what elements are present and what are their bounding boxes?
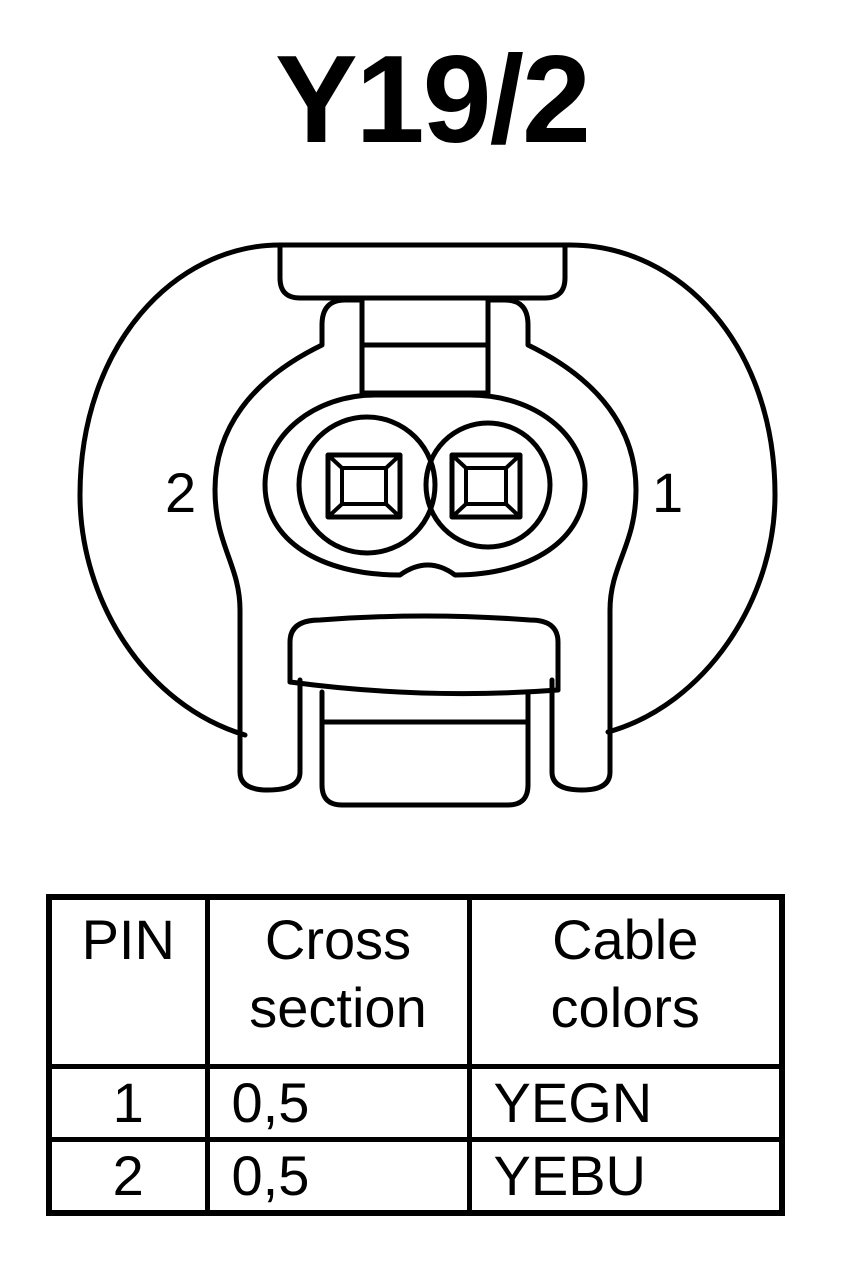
- header-cable-colors: Cable colors: [466, 894, 785, 1069]
- header-color-line2: colors: [550, 976, 700, 1039]
- cell-pin: 2: [46, 1137, 210, 1216]
- terminal-pin-2-inner: [340, 466, 388, 506]
- terminal-pin-2: [325, 452, 403, 520]
- cell-cable-color: YEGN: [466, 1064, 785, 1142]
- terminal-pin-1: [449, 452, 523, 520]
- header-cross-line2: section: [249, 976, 427, 1039]
- terminal-pin-1-bevel: [450, 453, 522, 519]
- latch-tab: [277, 242, 568, 301]
- cell-cable-color: YEBU: [466, 1137, 785, 1216]
- terminal-pin-1-inner: [464, 466, 508, 506]
- pin-label-1: 1: [652, 461, 683, 524]
- connector-diagram: 2 1: [77, 242, 778, 808]
- header-pin: PIN: [46, 894, 210, 1069]
- cavity-pin-1: [423, 420, 553, 550]
- pin-label-2: 2: [165, 461, 196, 524]
- lower-latch: [287, 613, 561, 693]
- header-color-line1: Cable: [552, 908, 699, 971]
- connector-title: Y19/2: [274, 31, 591, 169]
- table-row: 2 0,5 YEBU: [46, 1137, 785, 1216]
- header-cross-line1: Cross: [264, 908, 412, 971]
- cavity-housing: [262, 392, 588, 578]
- header-cross-section: Cross section: [204, 894, 472, 1069]
- key-block: [319, 689, 531, 808]
- table-row: 1 0,5 YEGN: [46, 1064, 785, 1142]
- inner-body-right: [485, 297, 639, 793]
- connector-housing: [77, 242, 778, 738]
- pin-assignment-table: PIN Cross section Cable colors 1 0,5 YEG…: [46, 894, 785, 1216]
- inner-body-left: [212, 297, 365, 793]
- cell-cross-section: 0,5: [204, 1137, 472, 1216]
- table-header-row: PIN Cross section Cable colors: [46, 894, 785, 1069]
- lower-latch-edge: [287, 679, 561, 697]
- cell-pin: 1: [46, 1064, 210, 1142]
- cell-cross-section: 0,5: [204, 1064, 472, 1142]
- terminal-pin-2-bevel: [326, 453, 402, 519]
- header-pin-text: PIN: [81, 908, 175, 971]
- cavity-pin-2: [296, 414, 438, 556]
